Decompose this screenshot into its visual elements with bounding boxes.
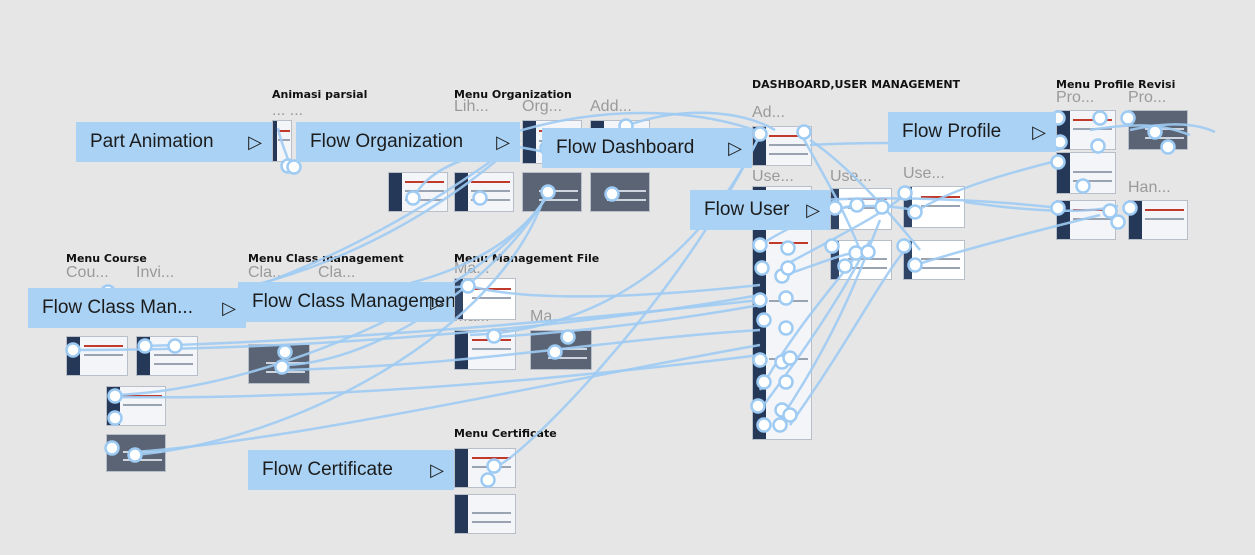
frame-label-class-1: Cla... bbox=[248, 264, 286, 281]
frame-label-dashboard-admin: Ad... bbox=[752, 104, 785, 121]
frame-thumbnail-profile-2[interactable] bbox=[1056, 152, 1116, 194]
frame-label-course-invite: Invi... bbox=[136, 264, 175, 281]
flow-start-user[interactable]: Flow User ▷ bbox=[690, 190, 830, 230]
frame-thumbnail-file-1[interactable] bbox=[454, 278, 516, 320]
flow-label: Flow Class Man... bbox=[42, 297, 193, 318]
play-triangle-icon: ▷ bbox=[430, 460, 444, 480]
flow-label: Flow Profile bbox=[902, 121, 1002, 142]
play-triangle-icon: ▷ bbox=[806, 200, 820, 220]
play-triangle-icon: ▷ bbox=[222, 298, 236, 318]
flow-start-dashboard[interactable]: Flow Dashboard ▷ bbox=[542, 128, 752, 168]
frame-label-org-lihat: Lih... bbox=[454, 98, 489, 115]
frame-label-animation: ... ... bbox=[272, 102, 304, 119]
frame-thumbnail-animation[interactable] bbox=[272, 120, 292, 162]
frame-label-file-1: Ma... bbox=[454, 260, 490, 277]
section-title-menu-certificate: Menu Certificate bbox=[454, 427, 557, 440]
frame-thumbnail-certificate-1[interactable] bbox=[454, 448, 516, 488]
frame-thumbnail-course-3[interactable] bbox=[106, 386, 166, 426]
play-triangle-icon: ▷ bbox=[248, 132, 262, 152]
play-triangle-icon: ▷ bbox=[728, 138, 742, 158]
section-title-menu-organization: Menu Organization bbox=[454, 88, 572, 101]
frame-thumbnail-org-6[interactable] bbox=[590, 172, 650, 212]
flow-label: Flow User bbox=[704, 199, 790, 220]
frame-label-org-organization: Org... bbox=[522, 98, 563, 115]
frame-thumbnail-file-2[interactable] bbox=[454, 330, 516, 370]
frame-thumbnail-file-3[interactable] bbox=[530, 330, 592, 370]
frame-thumbnail-profile-4[interactable] bbox=[1056, 200, 1116, 240]
frame-thumbnail-org-4[interactable] bbox=[522, 172, 582, 212]
flow-label: Flow Certificate bbox=[262, 459, 393, 480]
section-title-animasi-parsial: Animasi parsial bbox=[272, 88, 368, 101]
frame-thumbnail-dashboard[interactable] bbox=[752, 126, 812, 166]
frame-label-profile-handle: Han... bbox=[1128, 179, 1171, 196]
prototype-connection-line bbox=[134, 343, 761, 454]
frame-label-class-2: Cla... bbox=[318, 264, 356, 281]
frame-label-profile-2: Pro... bbox=[1128, 89, 1167, 106]
flow-start-part-animation[interactable]: Part Animation ▷ bbox=[76, 122, 272, 162]
flow-start-profile[interactable]: Flow Profile ▷ bbox=[888, 112, 1056, 152]
section-title-dashboard-user-management: DASHBOARD,USER MANAGEMENT bbox=[752, 78, 961, 91]
flow-start-organization[interactable]: Flow Organization ▷ bbox=[296, 122, 520, 162]
section-title-menu-profile-revisi: Menu Profile Revisi bbox=[1056, 78, 1176, 91]
flow-start-class-management-2[interactable]: Flow Class Management 2▷ bbox=[238, 282, 454, 322]
frame-thumbnail-course-1[interactable] bbox=[66, 336, 128, 376]
play-triangle-icon: ▷ bbox=[430, 292, 444, 312]
flow-label: Part Animation bbox=[90, 131, 214, 152]
frame-thumbnail-user-5[interactable] bbox=[903, 240, 965, 280]
frame-thumbnail-profile-5[interactable] bbox=[1128, 200, 1188, 240]
flow-start-certificate[interactable]: Flow Certificate ▷ bbox=[248, 450, 454, 490]
play-triangle-icon: ▷ bbox=[1032, 122, 1046, 142]
frame-label-file-3: Ma... bbox=[530, 308, 566, 325]
frame-label-user-1: Use... bbox=[752, 168, 794, 185]
frame-thumbnail-course-2[interactable] bbox=[136, 336, 198, 376]
frame-thumbnail-user-3[interactable] bbox=[830, 240, 892, 280]
frame-thumbnail-course-4[interactable] bbox=[106, 434, 166, 472]
frame-thumbnail-profile-1[interactable] bbox=[1056, 110, 1116, 150]
frame-label-profile-1: Pro... bbox=[1056, 89, 1095, 106]
frame-label-user-2: Use... bbox=[830, 168, 872, 185]
frame-label-user-3: Use... bbox=[903, 165, 945, 182]
frame-label-course: Cou... bbox=[66, 264, 109, 281]
frame-thumbnail-org-1[interactable] bbox=[388, 172, 448, 212]
connection-handle[interactable] bbox=[286, 159, 302, 175]
frame-thumbnail-certificate-2[interactable] bbox=[454, 494, 516, 534]
frame-label-org-add: Add... bbox=[590, 98, 632, 115]
flow-label: Flow Class Management 2 bbox=[252, 291, 454, 312]
play-triangle-icon: ▷ bbox=[496, 132, 510, 152]
flow-start-class-management[interactable]: Flow Class Man... ▷ bbox=[28, 288, 246, 328]
frame-thumbnail-profile-3[interactable] bbox=[1128, 110, 1188, 150]
flow-label: Flow Organization bbox=[310, 131, 464, 152]
frame-thumbnail-user-2[interactable] bbox=[830, 188, 892, 230]
prototype-connection-line bbox=[284, 328, 761, 372]
frame-thumbnail-org-2[interactable] bbox=[454, 172, 514, 212]
flow-label: Flow Dashboard bbox=[556, 137, 695, 158]
frame-thumbnail-user-4[interactable] bbox=[903, 186, 965, 228]
frame-thumbnail-class-1[interactable] bbox=[248, 344, 310, 384]
prototype-connection-line bbox=[114, 353, 761, 399]
